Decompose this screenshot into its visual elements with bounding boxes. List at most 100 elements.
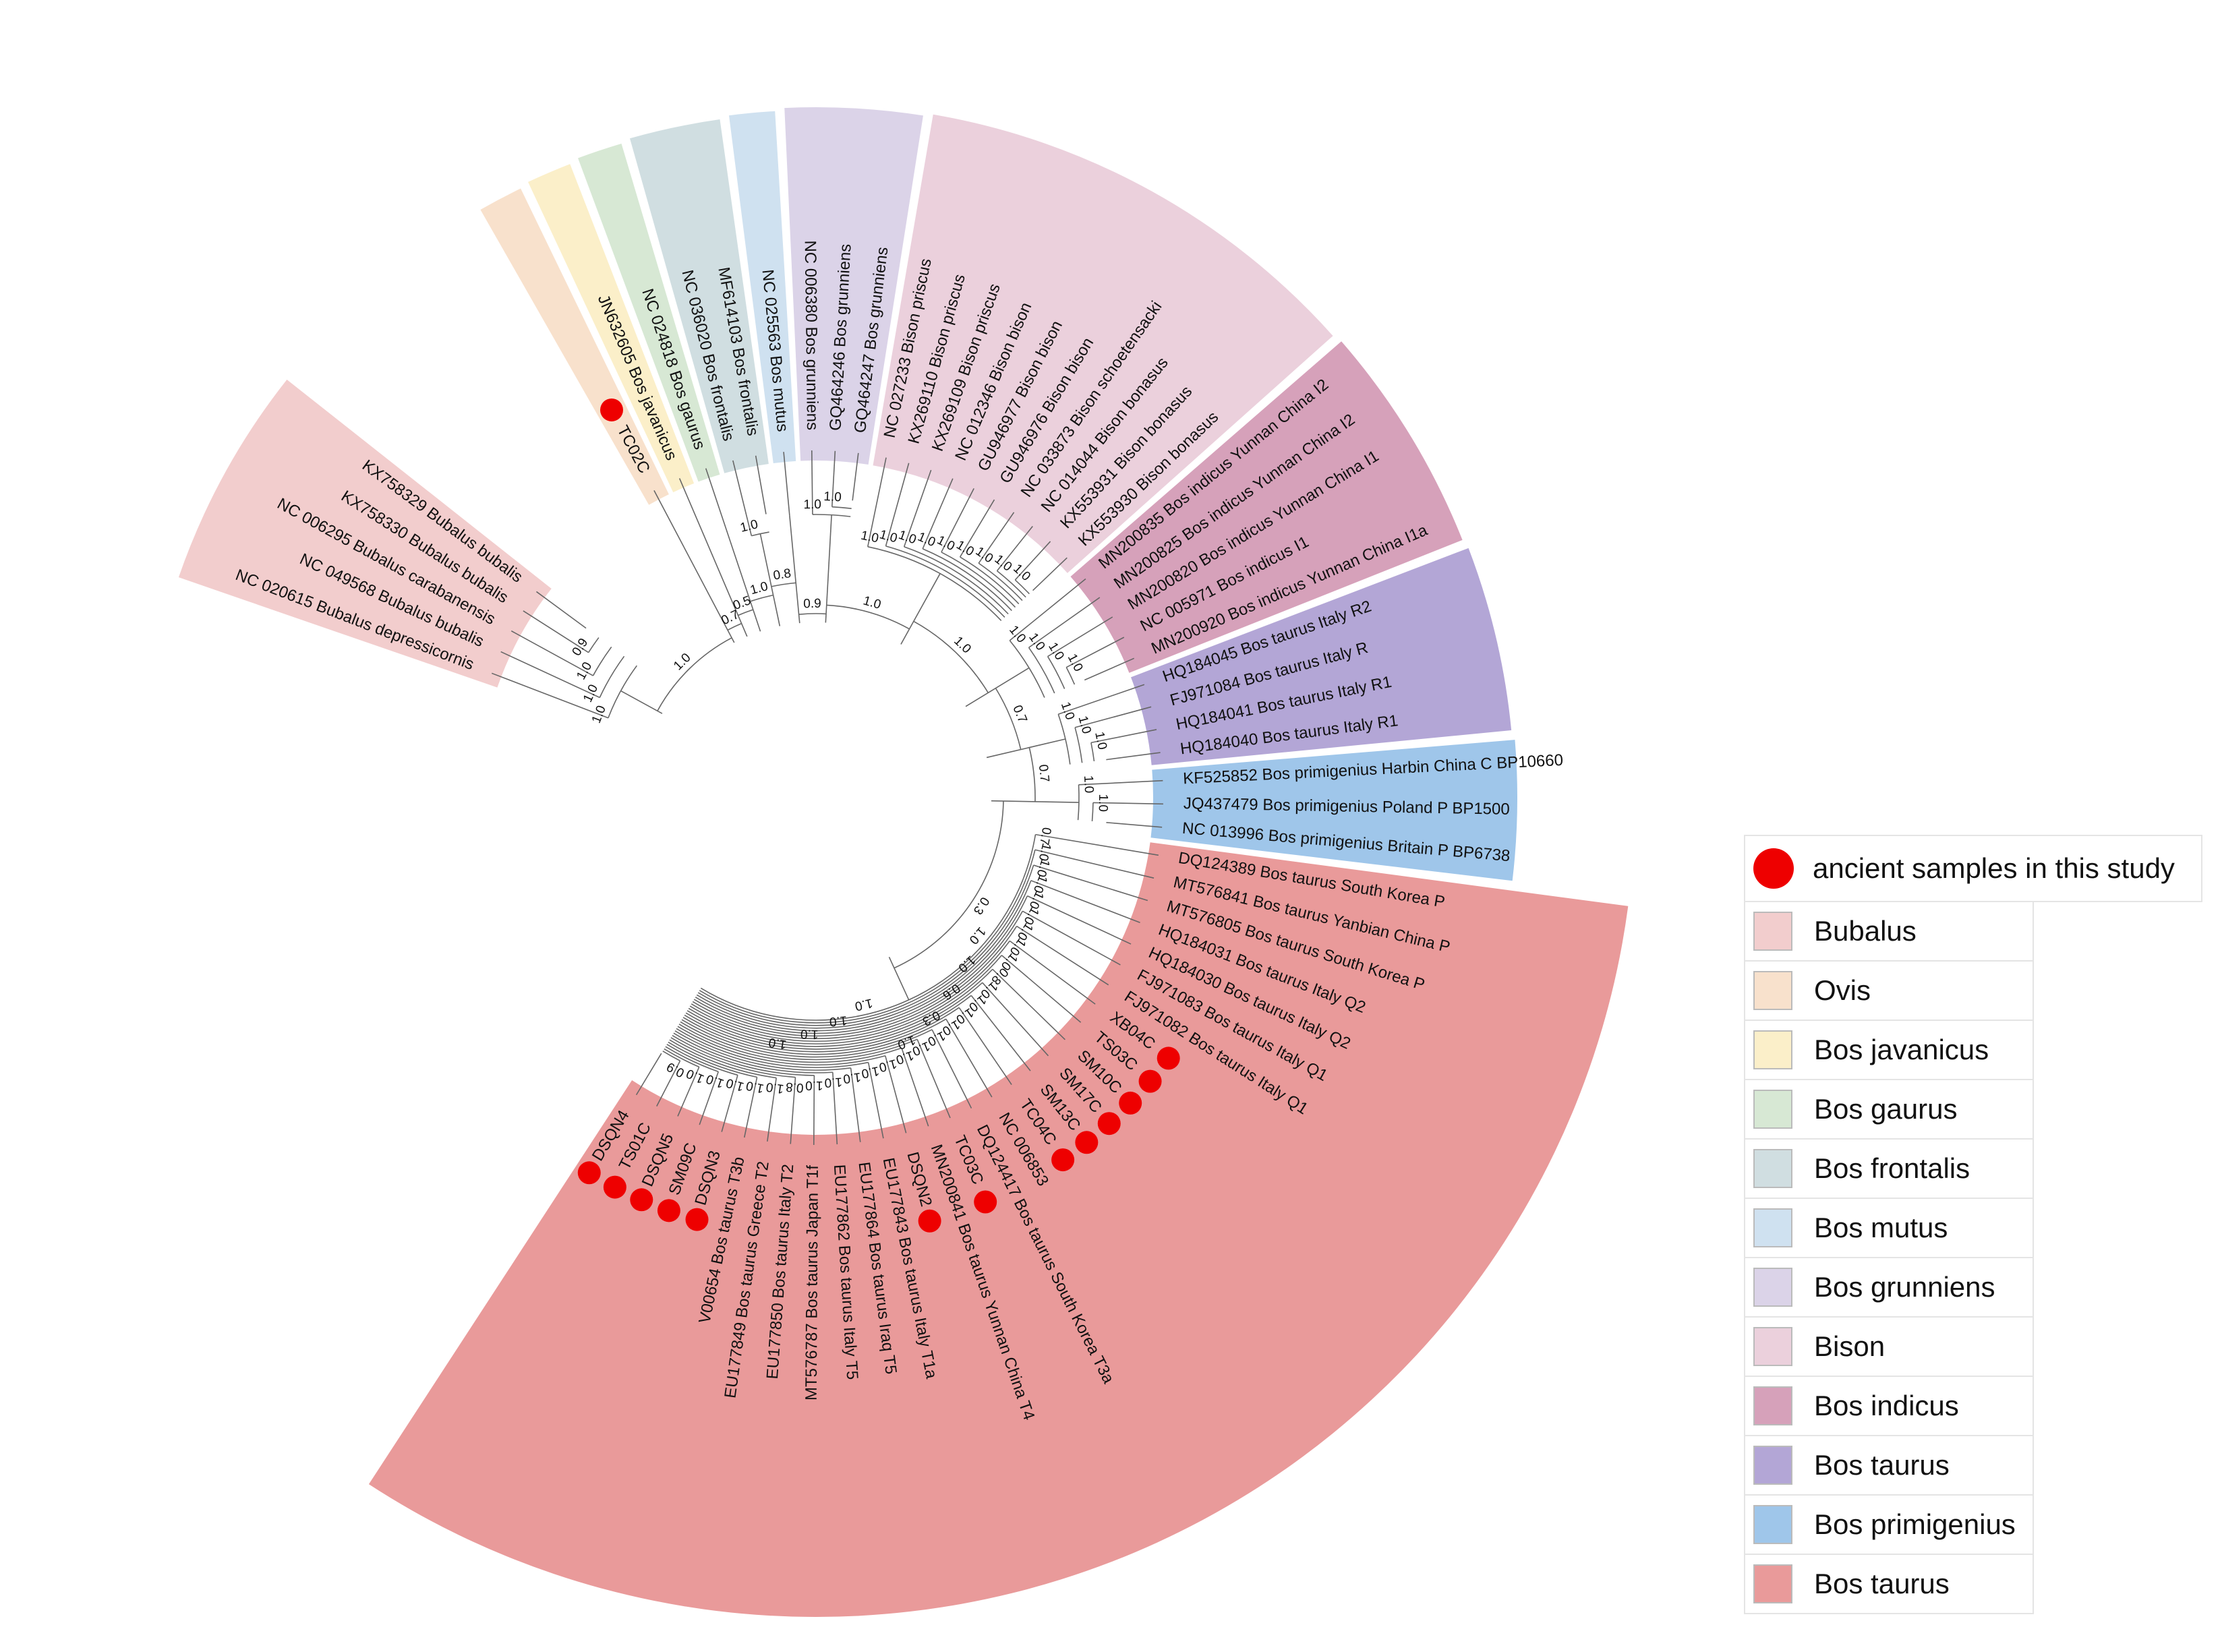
legend-label: Bos gaurus [1814, 1093, 1958, 1125]
clade-sector [1130, 548, 1512, 765]
branch-line [850, 1067, 861, 1142]
branch-arc [1065, 667, 1076, 685]
support-value: 1.0 [805, 1078, 823, 1092]
branch-line [1033, 864, 1148, 902]
branch-line [759, 533, 781, 626]
branch-line [1034, 849, 1155, 879]
branch-line [721, 1075, 738, 1132]
support-value: 0.9 [803, 597, 821, 611]
legend-swatch [1753, 1268, 1792, 1307]
branch-line [941, 488, 974, 553]
branch-line [1035, 833, 1159, 856]
support-value: 1.0 [765, 1080, 785, 1096]
support-value: 1.0 [1096, 794, 1110, 812]
legend-label: Bubalus [1814, 915, 1917, 947]
branch-arc [688, 968, 993, 1044]
branch-line [813, 1075, 815, 1145]
ancient-sample-dot [1097, 1112, 1121, 1135]
branch-line [901, 1048, 929, 1127]
branch-line [1014, 541, 1051, 581]
support-value: 1.0 [745, 1078, 765, 1096]
clade-sector [873, 114, 1333, 573]
branch-arc [674, 1030, 851, 1071]
legend-label: Bos indicus [1814, 1390, 1959, 1421]
clade-sector [784, 107, 923, 465]
branch-arc [662, 1051, 680, 1061]
support-value: 1.0 [749, 579, 769, 597]
legend-marker-row: ancient samples in this study [1744, 835, 2202, 902]
branch-line [903, 469, 932, 548]
support-value: 0.7 [1036, 826, 1053, 846]
branch-arc [727, 622, 742, 631]
branch-arc [738, 609, 754, 616]
branch-arc [697, 864, 1034, 1026]
branch-line [991, 800, 1079, 803]
branch-arc [672, 1034, 815, 1076]
support-value: 1.0 [1058, 701, 1077, 722]
support-value: 0.9 [664, 1059, 687, 1080]
branch-arc [1014, 579, 1030, 595]
support-value: 1.0 [862, 594, 883, 612]
support-value: 1.0 [916, 530, 938, 550]
legend-swatch [1753, 1505, 1792, 1544]
branch-line [678, 478, 703, 531]
branch-arc [695, 895, 1028, 1032]
branch-line [535, 591, 587, 629]
legend-marker-label: ancient samples in this study [1813, 852, 2175, 884]
branch-line [1001, 955, 1082, 1023]
support-value: 1.0 [704, 1071, 726, 1091]
support-value: 1.0 [1026, 630, 1047, 653]
branch-arc [941, 552, 1016, 608]
branch-line [970, 995, 1031, 1071]
support-value: 0.8 [785, 1080, 804, 1095]
support-value: 1.0 [803, 498, 821, 512]
support-value: 1.0 [897, 528, 918, 548]
support-value: 1.0 [574, 659, 595, 682]
legend-label: Bos taurus [1814, 1449, 1950, 1481]
ancient-sample-dot [918, 1209, 941, 1233]
legend-item: Bos primigenius [1744, 1496, 2034, 1555]
branch-line [1009, 578, 1086, 641]
branch-arc [826, 604, 910, 630]
clade-sector [480, 188, 669, 505]
ancient-sample-dot [603, 1175, 626, 1199]
support-value: 1.0 [878, 527, 899, 545]
support-value: 1.0 [1081, 775, 1096, 793]
support-value: 1.0 [860, 1063, 880, 1081]
ancient-sample-dot [1157, 1046, 1180, 1070]
branch-line [978, 512, 1015, 564]
support-value: 0.9 [569, 636, 591, 659]
branch-line [767, 1078, 777, 1142]
legend-item: Bos indicus [1744, 1377, 2034, 1436]
branch-line [699, 1071, 720, 1125]
legend-item: Ovis [1744, 962, 2034, 1021]
legend-swatch [1753, 1030, 1792, 1069]
branch-arc [904, 546, 1009, 615]
clade-sector [728, 111, 796, 464]
branch-arc [680, 1021, 918, 1061]
branch-arc [665, 1046, 719, 1073]
branch-line [790, 1077, 796, 1144]
legend-item: Bos javanicus [1744, 1021, 2034, 1080]
legend-swatch [1753, 1386, 1792, 1425]
support-value: 1.0 [824, 1074, 843, 1090]
branch-line [1009, 940, 1096, 1005]
branch-line [922, 478, 954, 550]
clade-sector [629, 119, 769, 473]
branch-arc [1074, 727, 1083, 763]
ancient-sample-dot [630, 1188, 653, 1212]
legend-label: Bos primigenius [1814, 1508, 2016, 1540]
legend-label: Bos taurus [1814, 1568, 1950, 1599]
branch-arc [696, 880, 1032, 1029]
branch-line [510, 630, 593, 676]
branch-line [1106, 752, 1161, 761]
ancient-sample-dot [1075, 1131, 1099, 1154]
legend-label: Bison [1814, 1330, 1886, 1362]
support-value: 0.3 [970, 894, 992, 917]
ancient-sample-dot [1138, 1069, 1162, 1093]
branch-arc [978, 562, 1023, 601]
clade-sector [178, 379, 552, 688]
support-value: 0.5 [731, 593, 753, 613]
branch-line [1090, 729, 1157, 744]
